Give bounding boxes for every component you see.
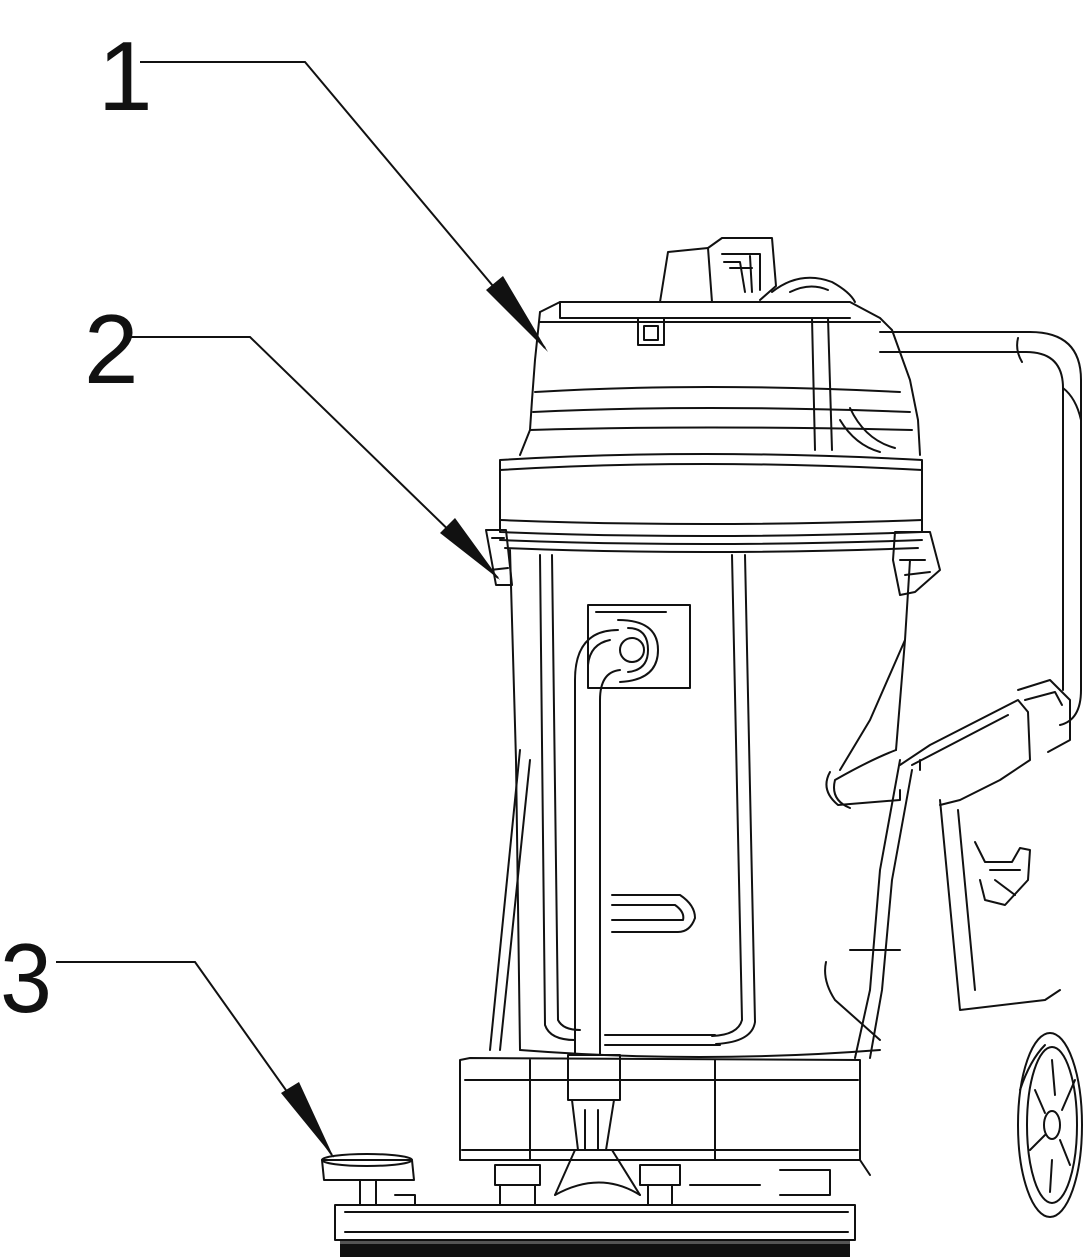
callout-1-arrowhead — [486, 276, 548, 352]
callout-3-leader — [56, 961, 333, 1156]
callout-1-leader — [140, 61, 546, 349]
motor-head — [519, 237, 921, 456]
base — [459, 1057, 871, 1176]
callout-1-label: 1 — [98, 21, 153, 131]
side-latch-left — [485, 529, 513, 586]
tank-body — [489, 549, 911, 1058]
squeegee-brush — [340, 1241, 850, 1257]
callout-2-label: 2 — [84, 294, 139, 404]
chassis-frame — [824, 699, 1061, 1059]
squeegee-bar — [321, 1153, 856, 1241]
callout-3-label: 3 — [0, 923, 52, 1033]
rear-handle — [879, 331, 1082, 753]
hose-tube — [554, 629, 641, 1196]
rear-wheel — [1017, 1032, 1083, 1218]
callout-1: 1 — [98, 21, 548, 352]
callout-2: 2 — [84, 294, 500, 580]
tank-collar — [499, 453, 923, 553]
callout-2-arrowhead — [440, 518, 500, 580]
callout-2-leader — [130, 336, 499, 579]
callout-3: 3 — [0, 923, 334, 1158]
hose-inlet — [587, 604, 691, 689]
callout-3-arrowhead — [281, 1082, 334, 1158]
